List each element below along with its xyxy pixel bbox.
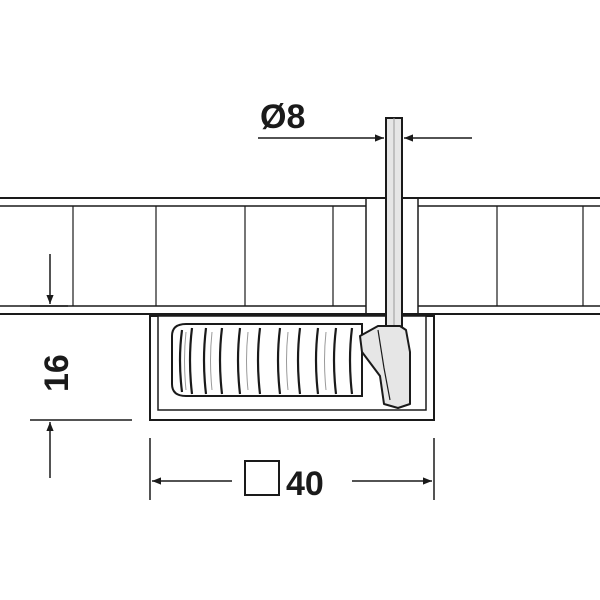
height-dimension (30, 254, 132, 478)
shelf-panel (0, 197, 600, 315)
height-label: 16 (38, 354, 76, 392)
diameter-label: Ø8 (260, 98, 305, 136)
width-label: 40 (286, 465, 324, 503)
cam-wheel (171, 323, 363, 397)
diameter-dimension (258, 118, 472, 196)
width-dimension (149, 438, 435, 500)
cam-ribs (178, 327, 354, 395)
connector-bolt (359, 117, 411, 409)
panel-cell-dividers (72, 206, 584, 306)
cam-rib-shadows (184, 331, 327, 391)
bolt-hook (359, 325, 411, 409)
square-symbol-icon (244, 460, 280, 496)
